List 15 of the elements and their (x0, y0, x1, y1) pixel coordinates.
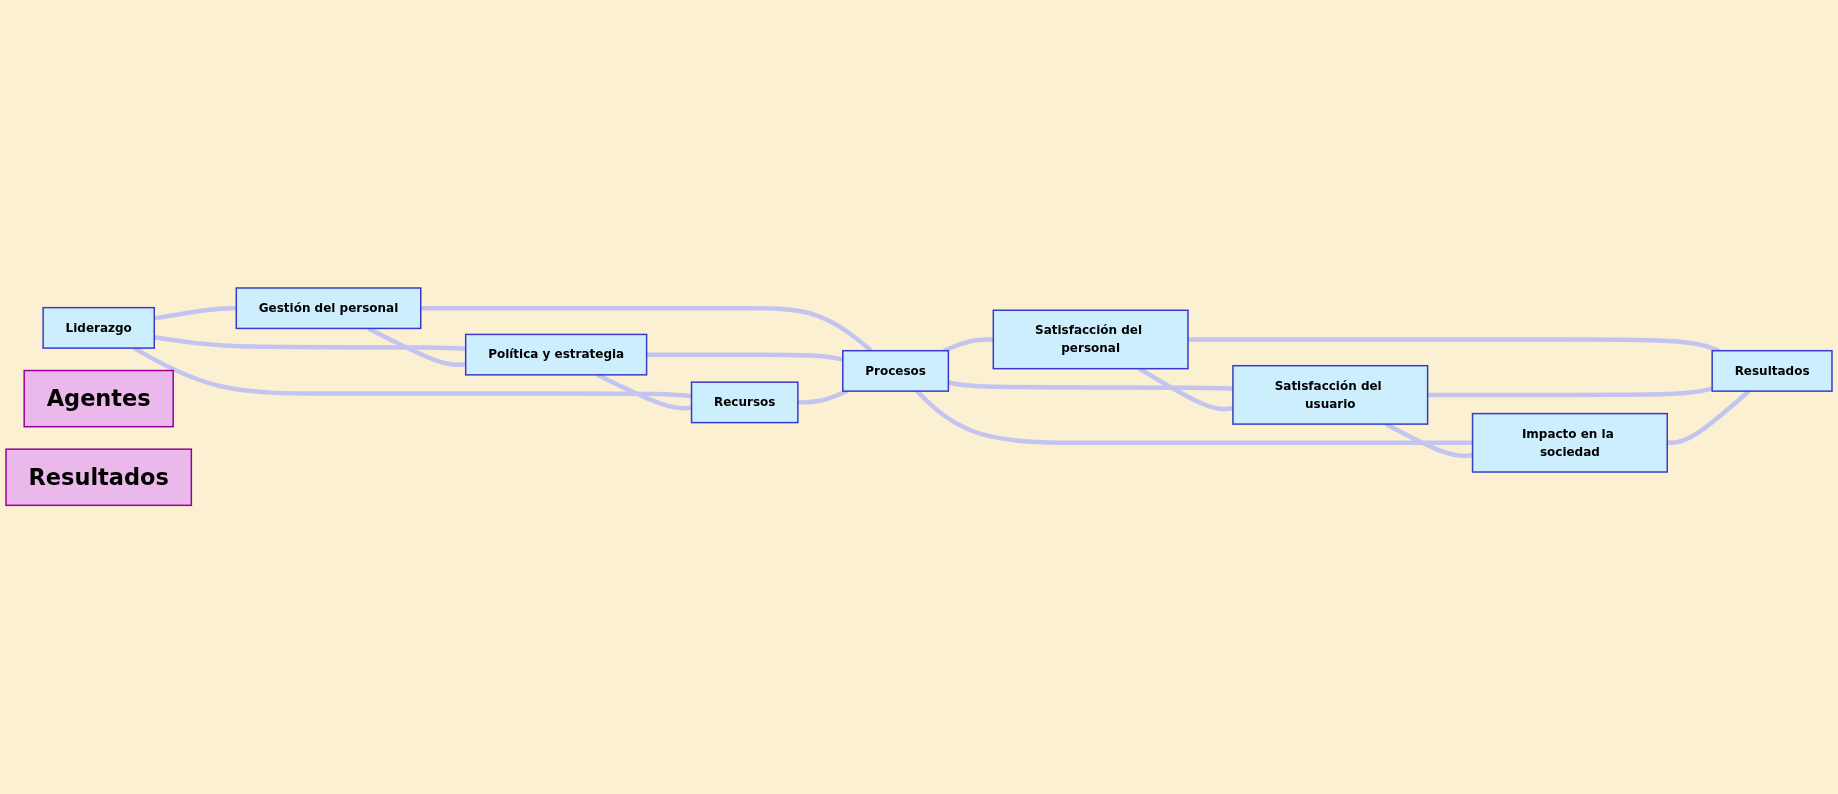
node-box: Resultados (1711, 350, 1833, 393)
connector (797, 389, 849, 405)
node-box: Procesos (842, 350, 950, 393)
node-box: Resultados (5, 448, 193, 507)
node-box: Agentes (23, 370, 174, 428)
node-box: Satisfacción del usuario (1232, 365, 1429, 426)
connector (420, 306, 873, 353)
node-box: Satisfacción del personal (992, 309, 1189, 370)
connector (943, 337, 994, 354)
connector (1427, 386, 1713, 398)
node-box: Liderazgo (42, 307, 155, 350)
node-box: Política y estrategia (464, 334, 648, 376)
node-box: Recursos (690, 381, 799, 424)
node-box: Impacto en la sociedad (1471, 413, 1668, 474)
node-box: Gestión del personal (235, 287, 422, 330)
